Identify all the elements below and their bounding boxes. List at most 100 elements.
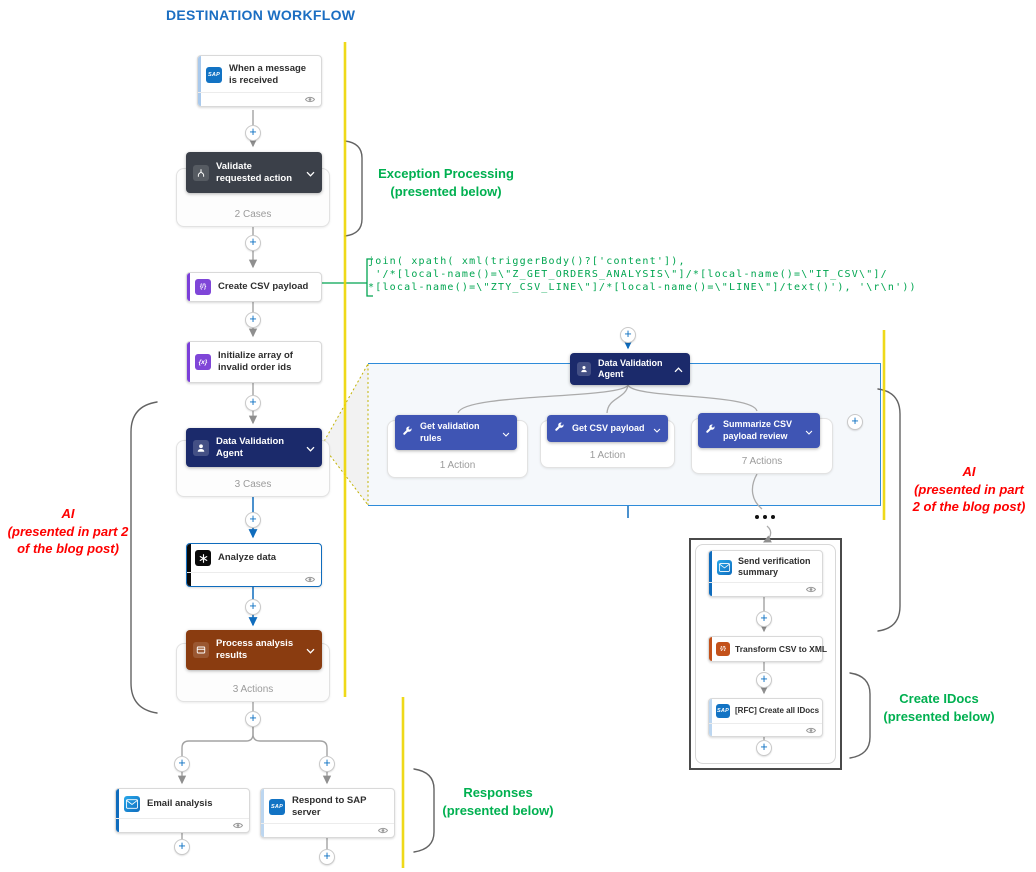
chevron-down-icon[interactable] <box>306 641 315 659</box>
collapsed-steps-ellipsis[interactable] <box>750 511 780 523</box>
insert-step-button[interactable]: + <box>174 756 190 772</box>
analyze-data-card[interactable]: Analyze data <box>186 543 322 587</box>
annotation-line: AI <box>962 464 976 479</box>
initialize-array-accent-bar <box>187 342 190 382</box>
respond-accent-bar <box>261 789 264 837</box>
insert-step-button[interactable]: + <box>620 327 636 343</box>
annotation-line: Responses <box>463 785 533 800</box>
agent-label: Data Validation Agent <box>216 435 285 459</box>
respond-sap-card[interactable]: SAP Respond to SAP server <box>260 788 395 838</box>
insert-step-button[interactable]: + <box>245 711 261 727</box>
brace-create-idocs <box>849 672 871 759</box>
transform-csv-xml-card[interactable]: {/} Transform CSV to XML <box>708 636 827 662</box>
send-verification-accent-bar <box>709 551 712 596</box>
email-accent-bar <box>116 789 119 832</box>
email-analysis-card[interactable]: Email analysis <box>115 788 250 833</box>
agent-header[interactable]: Data Validation Agent <box>186 428 322 467</box>
create-csv-accent-bar <box>187 273 190 301</box>
email-card-footer <box>116 818 249 832</box>
annotation-line: (presented in part 2 <box>7 523 129 539</box>
email-label: Email analysis <box>147 798 213 810</box>
wrench-icon <box>705 422 716 440</box>
analyze-label: Analyze data <box>218 552 277 564</box>
wrench-icon <box>402 424 413 442</box>
chevron-down-icon[interactable] <box>502 424 510 442</box>
openai-icon <box>195 550 211 566</box>
agent-person-icon <box>577 362 591 376</box>
transform-accent-bar <box>709 637 712 661</box>
insert-step-button[interactable]: + <box>174 839 190 855</box>
analyze-card-footer <box>187 572 321 586</box>
case-get-validation-rules-header[interactable]: Get validation rules <box>395 415 517 450</box>
insert-step-button[interactable]: + <box>245 312 261 328</box>
sap-connector-icon: SAP <box>206 66 222 83</box>
switch-icon <box>193 164 209 181</box>
create-csv-label: Create CSV payload <box>218 281 309 293</box>
code-callout-bracket <box>322 258 373 297</box>
annotation-ai-right: AI (presented in part 2 of the blog post… <box>902 463 1036 516</box>
insert-step-button[interactable]: + <box>245 125 261 141</box>
insert-step-button[interactable]: + <box>245 599 261 615</box>
agent-person-icon <box>193 439 209 456</box>
brace-exception <box>344 140 363 237</box>
chevron-down-icon[interactable] <box>306 164 315 182</box>
case-get-csv-payload-header[interactable]: Get CSV payload <box>547 415 668 442</box>
rfc-create-idocs-card[interactable]: SAP [RFC] Create all IDocs <box>708 698 823 737</box>
insert-step-button[interactable]: + <box>756 611 772 627</box>
sap-connector-icon: SAP <box>269 798 285 815</box>
eye-icon[interactable] <box>805 725 817 736</box>
rfc-accent-bar <box>709 699 712 736</box>
trigger-label: When a message is received <box>229 62 307 86</box>
add-case-button[interactable]: + <box>847 414 863 430</box>
wrench-icon <box>554 420 565 438</box>
validate-label: Validate requested action <box>216 160 293 184</box>
insert-step-button[interactable]: + <box>245 395 261 411</box>
send-verification-label: Send verification summary <box>738 555 811 577</box>
send-verification-card[interactable]: Send verification summary <box>708 550 823 597</box>
eye-icon[interactable] <box>805 584 817 595</box>
validate-header[interactable]: Validate requested action <box>186 152 322 193</box>
code-line: '/*[local-name()=\"Z_GET_ORDERS_ANALYSIS… <box>368 269 888 280</box>
chevron-down-icon[interactable] <box>306 439 315 457</box>
validate-case-count: 2 Cases <box>234 209 272 220</box>
insert-step-button[interactable]: + <box>319 756 335 772</box>
annotation-braces <box>130 140 901 853</box>
insert-step-button[interactable]: + <box>756 740 772 756</box>
create-csv-payload-card[interactable]: {/} Create CSV payload <box>186 272 322 302</box>
annotation-ai-left: AI (presented in part 2 of the blog post… <box>1 505 135 558</box>
annotation-line: (presented below) <box>390 184 502 199</box>
eye-icon[interactable] <box>377 825 389 836</box>
yellow-highlight-lines <box>343 42 886 868</box>
process-header[interactable]: Process analysis results <box>186 630 322 670</box>
scope-icon <box>193 642 209 658</box>
trigger-accent-bar <box>198 56 201 106</box>
eye-icon[interactable] <box>232 820 244 831</box>
case1-label: Get validation rules <box>420 421 480 443</box>
eye-icon[interactable] <box>304 574 316 585</box>
insert-step-button[interactable]: + <box>245 512 261 528</box>
eye-icon[interactable] <box>304 94 316 105</box>
annotation-line: AI <box>61 506 75 521</box>
trigger-card-when-message-received[interactable]: SAP When a message is received <box>197 55 322 107</box>
xslt-transform-icon: {/} <box>716 642 730 656</box>
analyze-accent-bar <box>187 544 191 586</box>
chevron-down-icon[interactable] <box>805 422 813 440</box>
outlook-icon <box>717 559 732 575</box>
initialize-array-card[interactable]: {x} Initialize array of invalid order id… <box>186 341 322 383</box>
annotation-line: (presented below) <box>442 803 554 818</box>
code-line: *[local-name()=\"ZTY_CSV_LINE\"]/*[local… <box>368 282 917 293</box>
transform-label: Transform CSV to XML <box>735 643 828 654</box>
insert-step-button[interactable]: + <box>319 849 335 865</box>
chevron-up-icon[interactable] <box>674 360 683 378</box>
annotation-line: of the blog post) <box>17 541 119 556</box>
chevron-down-icon[interactable] <box>653 420 661 438</box>
annotation-line: (presented in part <box>914 481 1024 497</box>
insert-step-button[interactable]: + <box>756 672 772 688</box>
agent-panel-header[interactable]: Data Validation Agent <box>570 353 690 385</box>
compose-icon: {/} <box>195 279 211 295</box>
insert-step-button[interactable]: + <box>245 235 261 251</box>
sap-connector-icon: SAP <box>716 704 730 718</box>
case-summarize-csv-header[interactable]: Summarize CSV payload review <box>698 413 820 448</box>
